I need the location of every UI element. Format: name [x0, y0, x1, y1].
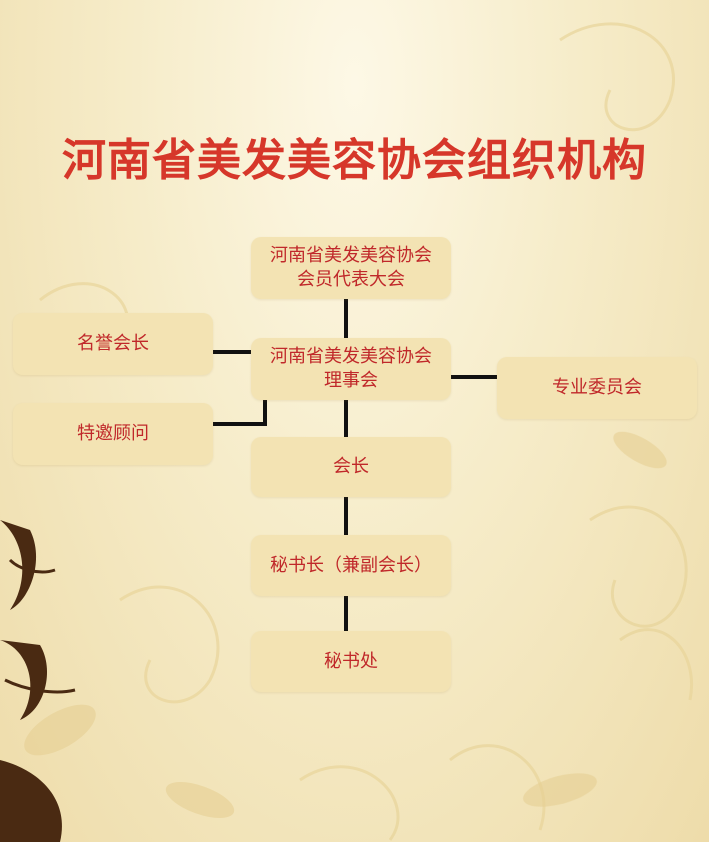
professional-committee-box: 专业委员会 [497, 357, 697, 419]
secretary-general-box: 秘书长（兼副会长） [251, 535, 451, 596]
honorary-president-label: 名誉会长 [77, 333, 149, 354]
secretariat-box: 秘书处 [251, 631, 451, 692]
special-advisor-label: 特邀顾问 [77, 423, 149, 444]
president-box: 会长 [251, 437, 451, 497]
page-title: 河南省美发美容协会组织机构 [62, 135, 647, 186]
secretariat-label: 秘书处 [324, 650, 378, 672]
secretary-general-label: 秘书长（兼副会长） [270, 554, 432, 576]
president-label: 会长 [333, 456, 369, 477]
honorary-president-box: 名誉会长 [13, 313, 213, 375]
council-box: 河南省美发美容协会 理事会 [251, 338, 451, 400]
member-congress-line2: 会员代表大会 [297, 269, 405, 290]
professional-committee-label: 专业委员会 [552, 377, 642, 398]
member-congress-box: 河南省美发美容协会 会员代表大会 [251, 237, 451, 299]
connector-advisor-council [211, 398, 267, 426]
council-line2: 理事会 [324, 370, 378, 391]
council-line1: 河南省美发美容协会 [270, 346, 432, 367]
special-advisor-box: 特邀顾问 [13, 403, 213, 465]
member-congress-line1: 河南省美发美容协会 [270, 245, 432, 266]
